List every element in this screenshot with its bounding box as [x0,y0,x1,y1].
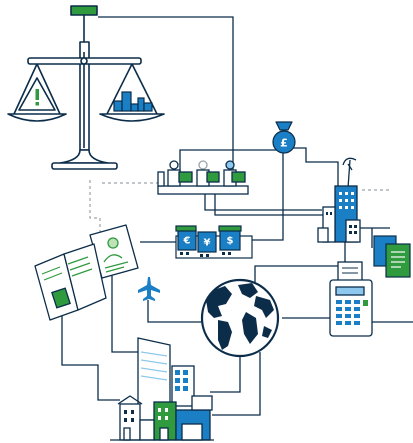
satellite-dish-icon [342,157,357,189]
euro-symbol: € [183,236,191,247]
moneybag-symbol: £ [280,137,288,150]
connector-brochure-city [61,316,120,401]
dashed-connector-scale-card [89,180,101,236]
currency-exchange-icon [175,225,253,259]
connector-globe-city-2 [212,352,261,416]
connector-desk-moneybag [179,149,278,178]
people-at-desks-icon [157,160,249,195]
dashed-connectors [89,180,392,236]
connector-moneybag-building [291,147,339,188]
connector-card-tower [111,270,140,353]
documents-icon [373,235,411,278]
connector-building-globe [254,240,346,283]
balance-scale-icon [7,5,165,170]
connector-globe-city [210,355,241,393]
city-buildings-icon [110,337,214,441]
connector-desks-building-2 [214,193,323,216]
warning-icon [18,77,56,111]
bar-chart-icon [113,91,153,112]
connector-desks-building [204,192,322,211]
connector-plane-globe [147,300,205,323]
money-bag-icon: £ [272,121,296,154]
payment-terminal-icon [329,261,373,337]
airplane-icon [138,277,160,301]
connector-lines [61,16,413,416]
office-buildings-icon [317,185,361,243]
connector-moneybag-exchange [250,148,284,241]
dollar-symbol: $ [227,236,234,247]
yen-symbol: ¥ [204,238,211,249]
globe-icon [200,278,280,358]
brochure-icon [34,243,107,321]
connector-scale-desks [98,16,234,170]
